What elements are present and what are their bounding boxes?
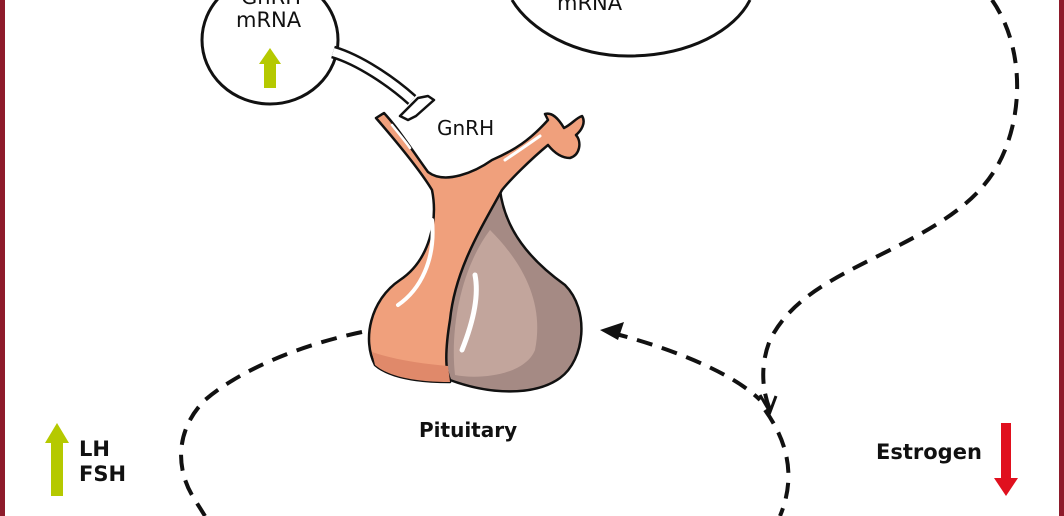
pituitary-label: Pituitary bbox=[419, 418, 518, 442]
mrna-label: mRNA bbox=[557, 0, 623, 15]
feedback-s-curve bbox=[761, 0, 1020, 411]
lh-label: LH bbox=[79, 437, 110, 461]
feedback-arrow-to-pituitary bbox=[611, 331, 762, 402]
gnrh-mrna-up-arrow-icon bbox=[259, 48, 281, 88]
arrowhead-loop-icon bbox=[758, 394, 778, 416]
feedback-loop-right bbox=[763, 408, 791, 516]
gnrh-label: GnRH bbox=[437, 116, 495, 140]
frame-border-right bbox=[1059, 0, 1064, 516]
estrogen-label: Estrogen bbox=[876, 440, 982, 464]
estrogen-down-arrow-icon bbox=[994, 423, 1018, 496]
pituitary-gland-icon bbox=[367, 111, 585, 393]
fsh-label: FSH bbox=[79, 462, 127, 486]
gnrh-mrna-label-line1: GnRH bbox=[241, 0, 301, 8]
lh-fsh-up-arrow-icon bbox=[45, 423, 69, 496]
gnrh-mrna-label-line2: mRNA bbox=[236, 8, 302, 32]
gnrh-axon bbox=[330, 45, 436, 122]
mrna-cell bbox=[510, 0, 752, 58]
arrowhead-pituitary-icon bbox=[600, 322, 624, 340]
feedback-loop-left bbox=[179, 330, 363, 516]
frame-border-left bbox=[0, 0, 5, 516]
